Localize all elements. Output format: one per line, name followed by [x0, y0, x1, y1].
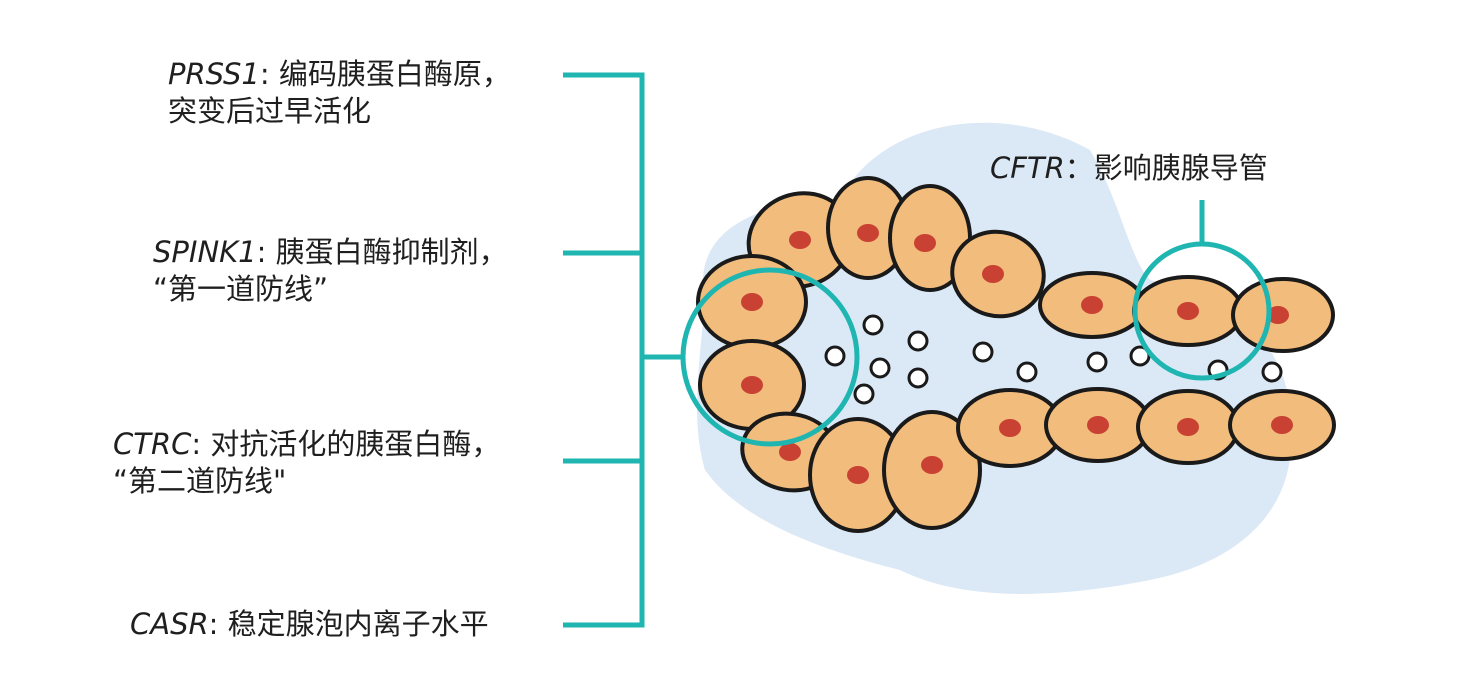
lumen-dot: [869, 357, 891, 379]
cell-nucleus: [741, 293, 763, 311]
acinar-cell: [882, 410, 982, 530]
acinus-highlight-circle: [680, 267, 860, 447]
acinar-cell: [1132, 275, 1244, 347]
lumen-dot: [907, 367, 929, 389]
lumen-dot: [1129, 345, 1151, 367]
acinar-cell: [1038, 271, 1146, 339]
acinar-cell: [1044, 387, 1152, 463]
casr-desc: : 稳定腺泡内离子水平: [208, 607, 489, 641]
cell-nucleus: [847, 466, 869, 484]
prss1-gene: PRSS1: [168, 57, 260, 91]
acinar-cell: [1136, 389, 1240, 465]
cell-nucleus: [999, 419, 1021, 437]
casr-label: CASR: 稳定腺泡内离子水平: [130, 606, 489, 643]
ctrc-desc-line2: “第二道防线": [113, 464, 287, 498]
lumen-dot: [1261, 361, 1283, 383]
lumen-dot: [1086, 351, 1108, 373]
cell-nucleus: [857, 224, 879, 242]
gene-bracket: [563, 72, 682, 628]
cell-nucleus: [1177, 302, 1199, 320]
acinar-cell: [698, 339, 806, 431]
spink1-label: SPINK1: 胰蛋白酶抑制剂， “第一道防线”: [153, 234, 508, 308]
ctrc-gene: CTRC: [113, 427, 192, 461]
cell-nucleus: [1271, 416, 1293, 434]
lumen-dot: [972, 341, 994, 363]
cftr-label: CFTR：影响胰腺导管: [990, 150, 1268, 187]
acinar-cell: [1231, 277, 1335, 353]
prss1-desc-line1: : 编码胰蛋白酶原，: [259, 57, 511, 91]
cell-nucleus: [789, 231, 811, 249]
acinar-cells: [696, 176, 1336, 533]
cftr-gene: CFTR: [990, 151, 1065, 185]
cell-nucleus: [779, 443, 801, 461]
acinar-cell: [826, 176, 910, 280]
spink1-desc-line1: : 胰蛋白酶抑制剂，: [256, 235, 508, 269]
spink1-desc-line2: “第一道防线”: [153, 272, 329, 306]
cell-nucleus: [921, 456, 943, 474]
prss1-desc-line2: 突变后过早活化: [168, 94, 372, 128]
cell-nucleus: [1177, 418, 1199, 436]
ctrc-label: CTRC: 对抗活化的胰蛋白酶， “第二道防线": [113, 426, 500, 500]
acinar-cell: [950, 229, 1046, 319]
lumen-dot: [824, 345, 846, 367]
cell-nucleus: [1267, 306, 1289, 324]
casr-gene: CASR: [130, 607, 209, 641]
lumen-dot: [862, 314, 884, 336]
spink1-gene: SPINK1: [153, 235, 257, 269]
cell-nucleus: [1081, 296, 1103, 314]
cell-nucleus: [1087, 416, 1109, 434]
lumen-dot: [907, 330, 929, 352]
acinar-cell: [1228, 389, 1336, 461]
acinar-cell: [808, 417, 908, 533]
ctrc-desc-line1: : 对抗活化的胰蛋白酶，: [191, 427, 501, 461]
cell-nucleus: [741, 376, 763, 394]
cftr-desc: ：影响胰腺导管: [1064, 151, 1268, 185]
lumen-ions: [824, 314, 1283, 405]
lumen-dot: [853, 383, 875, 405]
cell-nucleus: [914, 234, 936, 252]
prss1-label: PRSS1: 编码胰蛋白酶原， 突变后过早活化: [168, 56, 511, 130]
cell-nucleus: [982, 265, 1004, 283]
lumen-dot: [1016, 361, 1038, 383]
